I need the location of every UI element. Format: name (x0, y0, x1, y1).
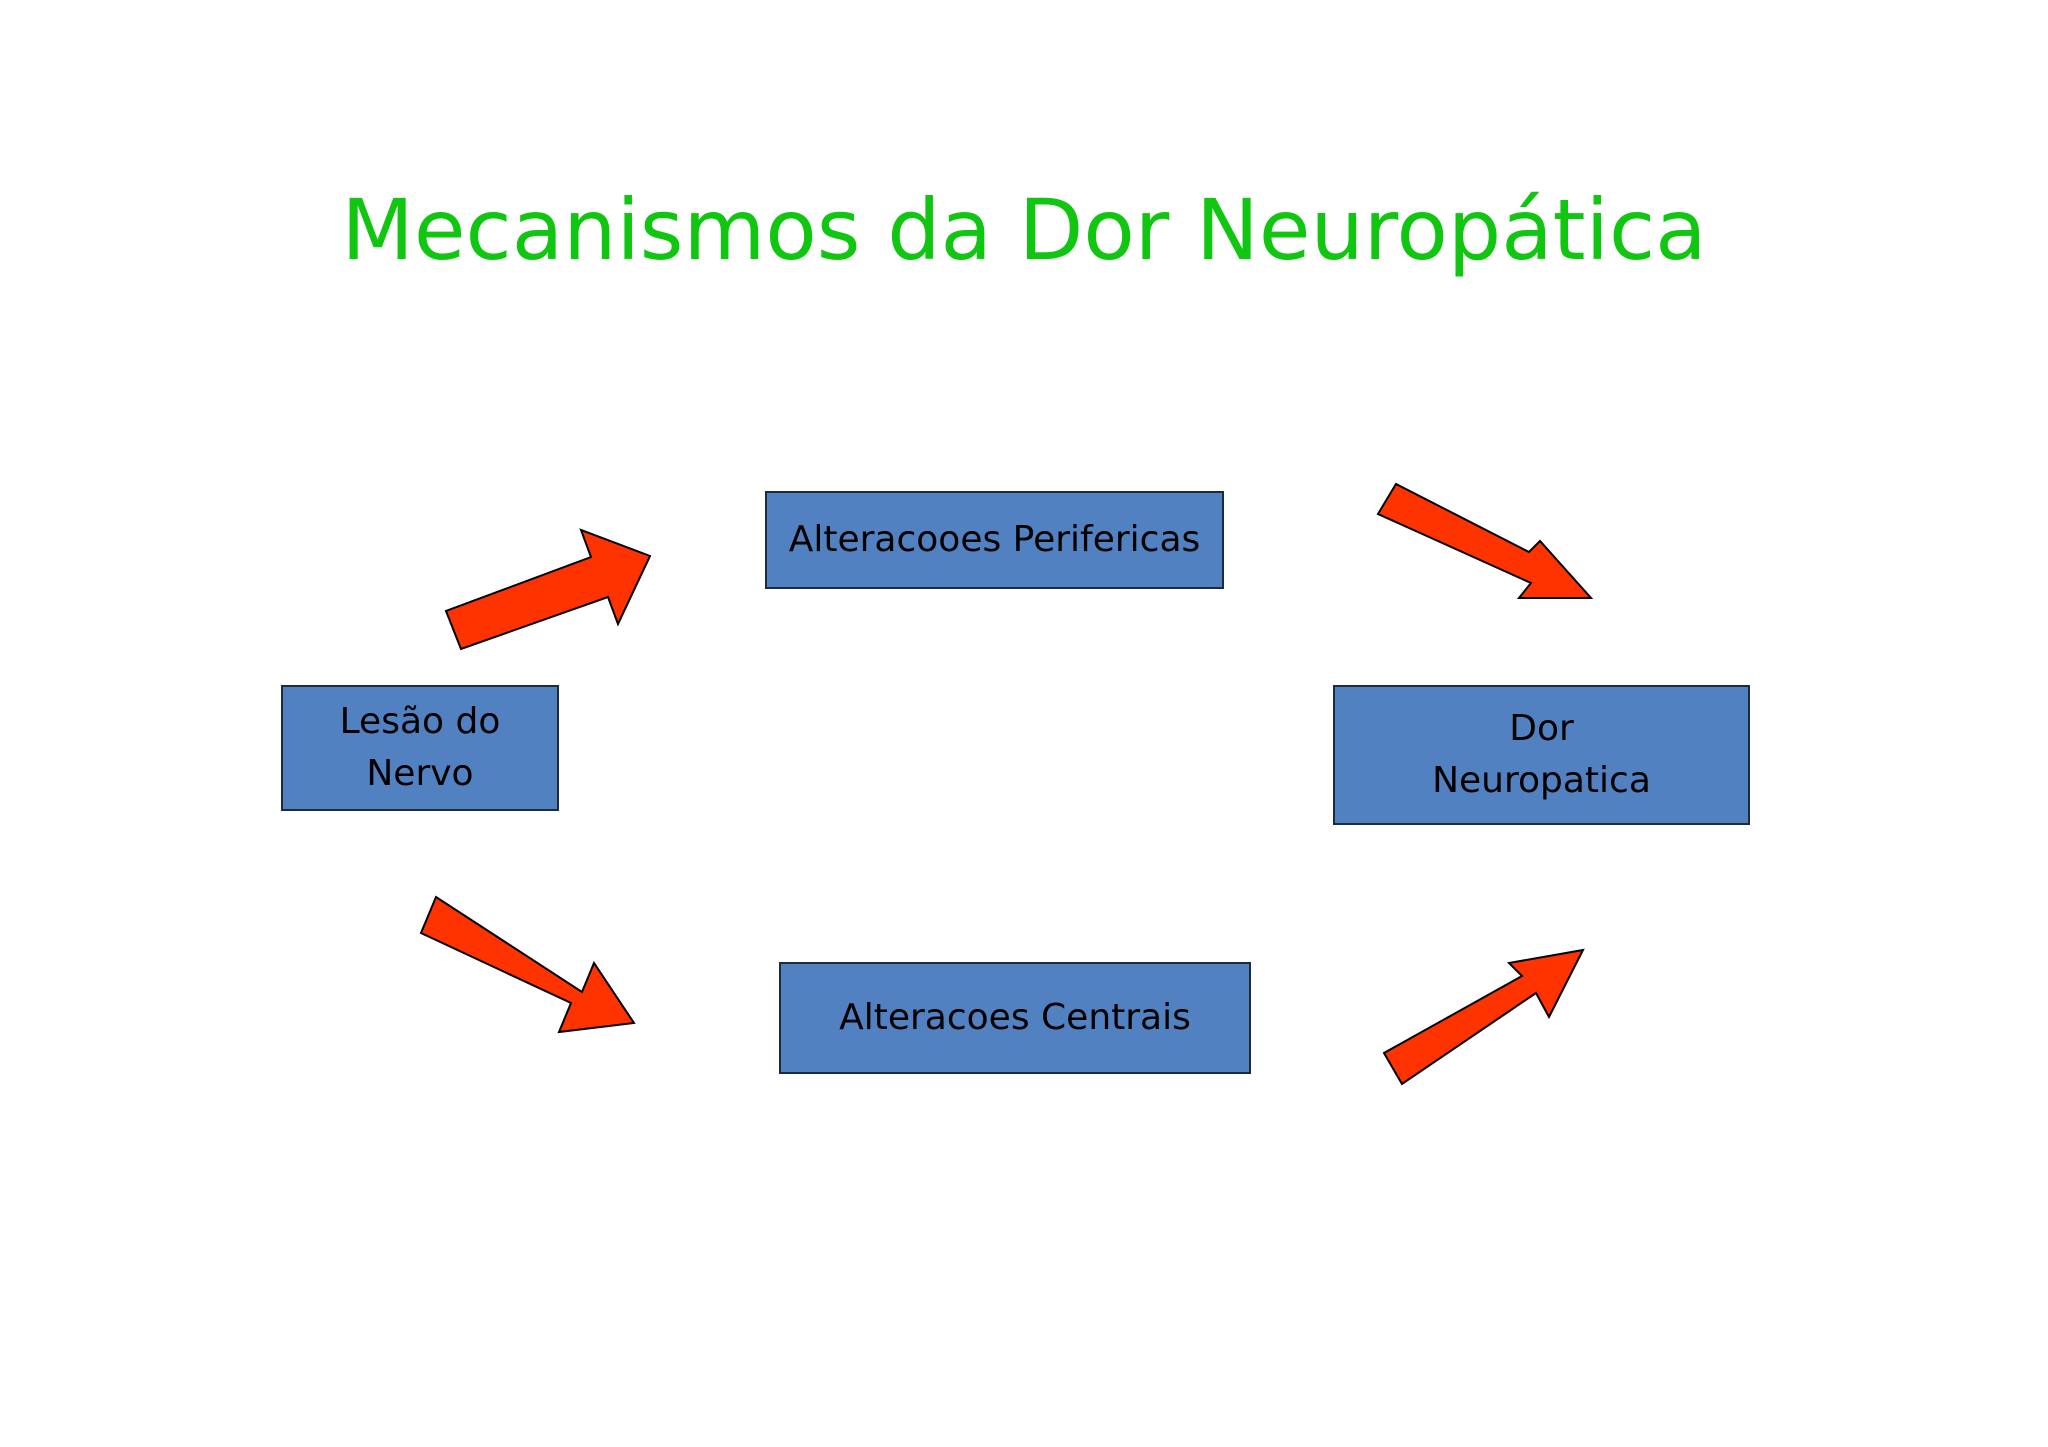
node-lesao-line1: Lesão do (339, 701, 501, 742)
slide-title: Mecanismos da Dor Neuropática (341, 181, 1707, 279)
node-dor-line2: Neuropatica (1432, 760, 1651, 801)
arrow-lesao-to-perifericas (444, 528, 652, 651)
node-dor-neuropatica: Dor Neuropatica (1333, 685, 1750, 825)
node-lesao-line2: Nervo (366, 753, 474, 794)
node-alteracoes-perifericas: Alteracooes Perifericas (765, 491, 1224, 589)
arrow-perifericas-to-dor (1376, 482, 1594, 599)
arrow-lesao-to-centrais (419, 895, 636, 1034)
arrow-centrais-to-dor (1382, 948, 1585, 1086)
node-lesao-do-nervo: Lesão do Nervo (281, 685, 559, 811)
node-perifericas-label: Alteracooes Perifericas (788, 519, 1201, 560)
node-centrais-label: Alteracoes Centrais (839, 997, 1191, 1038)
node-alteracoes-centrais: Alteracoes Centrais (779, 962, 1251, 1074)
node-dor-line1: Dor (1509, 708, 1574, 749)
